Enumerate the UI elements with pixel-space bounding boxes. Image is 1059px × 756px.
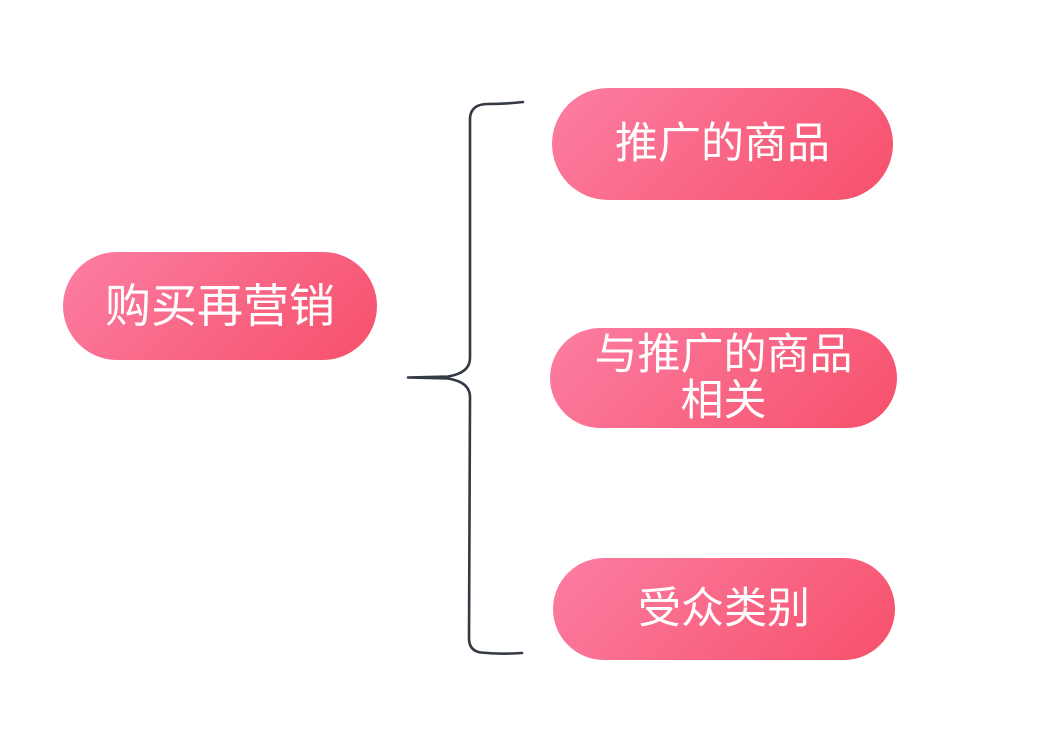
node-purchase-remarketing[interactable]: 购买再营销: [63, 252, 377, 360]
curly-brace: [406, 100, 525, 655]
node-audience-category[interactable]: 受众类别: [553, 558, 895, 660]
node-label: 购买再营销: [105, 280, 335, 332]
node-label: 受众类别: [638, 584, 810, 633]
node-label: 与推广的商品: [594, 331, 853, 379]
node-label: 相关: [680, 377, 767, 425]
node-label: 推广的商品: [615, 119, 830, 168]
node-promoted-products[interactable]: 推广的商品: [552, 88, 893, 200]
node-related-to-promoted-products[interactable]: 与推广的商品 相关: [550, 328, 897, 428]
